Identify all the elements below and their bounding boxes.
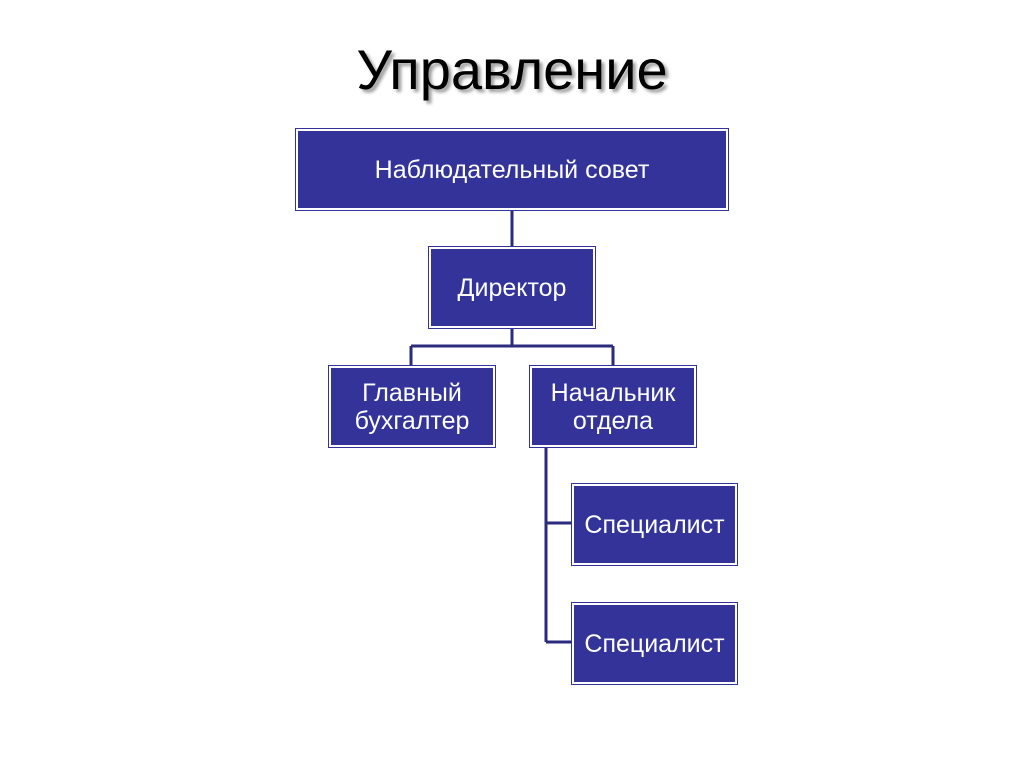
org-node-specialist-1: Специалист (571, 483, 738, 566)
org-node-board: Наблюдательный совет (295, 128, 729, 211)
org-node-director: Директор (428, 246, 596, 329)
org-node-department-head: Начальник отдела (529, 365, 697, 448)
slide-title: Управление (356, 38, 668, 101)
org-node-specialist-2: Специалист (571, 602, 738, 685)
org-node-chief-accountant: Главный бухгалтер (328, 365, 496, 448)
